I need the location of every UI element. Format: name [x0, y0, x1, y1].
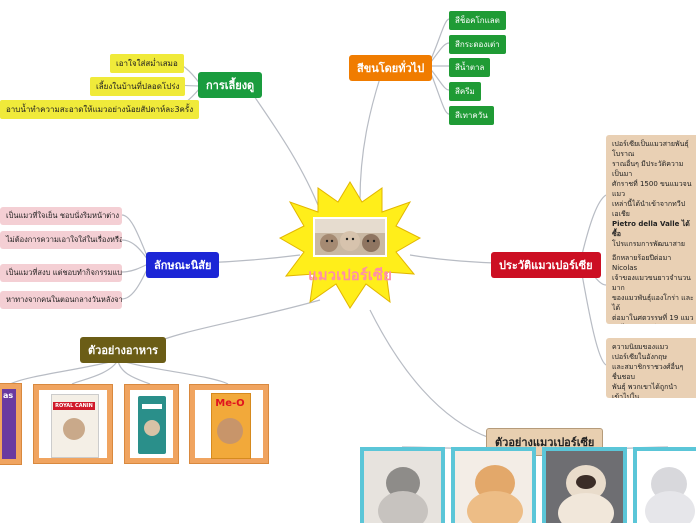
sample-cat-photo [542, 447, 627, 523]
food-brand-label: ROYAL CANIN [53, 402, 95, 410]
sample-cat-photo [360, 447, 445, 523]
history-line: เหล่านี้ได้นำเข้าจากทวีปเอเชีย [612, 200, 686, 218]
trait-item[interactable]: ไม่ต้องการความเอาใจใส่ในเรื่องหรือทางด้า… [0, 231, 122, 249]
trait-item[interactable]: เป็นแมวที่ใจเย็น ชอบนั่งริมหน้าต่าง [0, 207, 122, 225]
color-item[interactable]: สีน้ำตาล [449, 58, 491, 77]
history-line: พันธุ์ พวกเขาได้ถูกนำเข้าไปใน [612, 383, 678, 398]
history-line: ต่อมาในศตวรรษที่ 19 แมว [612, 314, 694, 322]
history-line: Pietro della Valle ได้ซื้อ [612, 220, 690, 238]
center-cats-photo [313, 217, 387, 257]
food-image: Me-O [189, 384, 269, 464]
history-line: ความนิยมของแมวเปอร์เซียในอังกฤษ [612, 343, 669, 361]
food-image: as [0, 383, 22, 465]
color-item[interactable]: สีครีม [449, 82, 481, 101]
care-item[interactable]: เลี้ยงในบ้านที่ปลอดโปร่ง [90, 77, 186, 96]
history-line: เจ้าของแมวขนยาวจำนวนมาก [612, 274, 691, 292]
food-brand-label: Me-O [215, 398, 245, 409]
history-line: ศักราชที่ 1500 ขนแมวจนแมว [612, 180, 692, 198]
food-image: ROYAL CANIN [33, 384, 113, 464]
branch-coat-colors[interactable]: สีขนโดยทั่วไป [349, 55, 433, 81]
history-line: ขนิได้ผสมพันธุ์กับแมวจากอิตาลี [612, 323, 694, 324]
branch-food-examples[interactable]: ตัวอย่างอาหาร [80, 337, 167, 363]
history-line: อีกหลายร้อยปีต่อมา Nicolas [612, 254, 672, 272]
branch-traits[interactable]: ลักษณะนิสัย [146, 252, 220, 278]
care-item[interactable]: อาบน้ำทำความสะอาดให้แมวอย่างน้อยสัปดาห์ล… [0, 100, 200, 119]
sample-cat-photo [451, 447, 536, 523]
color-item[interactable]: สีช็อคโกแลต [449, 11, 506, 30]
branch-history[interactable]: ประวัติแมวเปอร์เซีย [491, 252, 601, 278]
history-line: เปอร์เซียเป็นแมวสายพันธุ์โบราณ [612, 140, 689, 158]
food-brand-label: as [3, 391, 14, 400]
history-paragraph[interactable]: เปอร์เซียเป็นแมวสายพันธุ์โบราณราณอื่นๆ ม… [606, 135, 696, 260]
color-item[interactable]: สีเทาควัน [449, 106, 494, 125]
history-line: และสมาชิกราชวงศ์อื่นๆ ชื่นชอบ [612, 363, 684, 381]
central-topic-title: แมวเปอร์เซีย [308, 266, 392, 284]
trait-item[interactable]: เป็นแมวที่สงบ แต่ชอบทำกิจกรรมแบบเด็กๆ [0, 264, 122, 282]
branch-care[interactable]: การเลี้ยงดู [198, 72, 263, 98]
care-item[interactable]: เอาใจใส่สม่ำเสมอ [110, 54, 184, 73]
history-paragraph[interactable]: อีกหลายร้อยปีต่อมา Nicolas เจ้าของแมวขนยา… [606, 249, 696, 324]
history-line: ของแมวพันธุ์แองโกร่า และได้ [612, 294, 694, 312]
color-item[interactable]: สีกระดองเต่า [449, 35, 506, 54]
food-image [124, 384, 179, 464]
trait-item[interactable]: หาทางจากคนในตอนกลางวันหลังจากได้วิ่งเล่น… [0, 291, 122, 309]
sample-cat-photo [633, 447, 696, 523]
history-paragraph[interactable]: ความนิยมของแมวเปอร์เซียในอังกฤษและสมาชิก… [606, 338, 696, 398]
history-line: ราณอื่นๆ มีประวัติความเป็นมา [612, 160, 684, 178]
